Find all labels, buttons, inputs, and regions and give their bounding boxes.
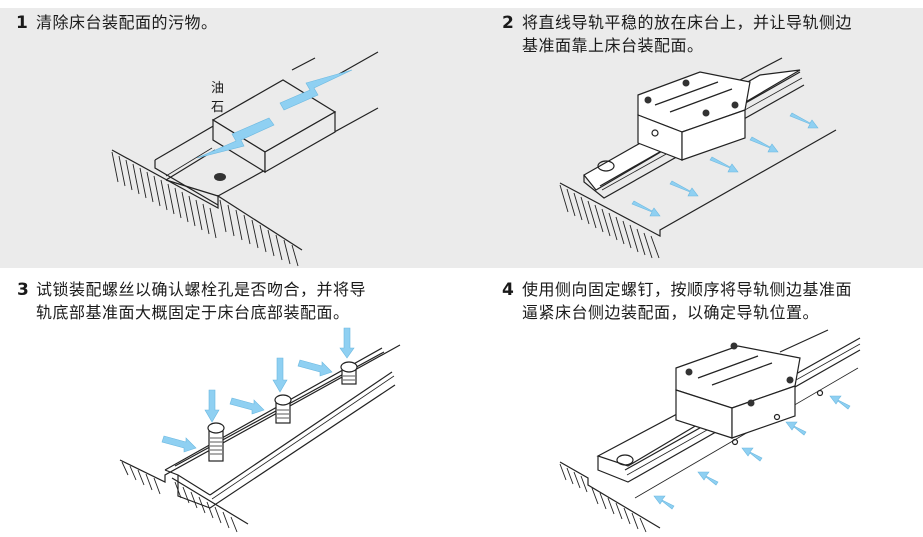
- arrow-left-down-icon: [196, 117, 275, 159]
- arrow-right-up-icon: [279, 69, 353, 111]
- hatched-ground: [559, 461, 661, 533]
- carriage-block: [637, 71, 751, 161]
- step-3-illustration: [119, 327, 401, 533]
- step-number: 1: [16, 13, 28, 33]
- step-instruction-line-2: 轨底部基准面大概固定于床台底部装配面。: [36, 303, 350, 322]
- hatched-ground: [111, 149, 303, 267]
- step-number: 4: [502, 280, 514, 300]
- top-band-background: [0, 8, 923, 268]
- screw-2: [274, 394, 292, 424]
- threaded-hole-icon: [214, 173, 226, 181]
- hatched-ground: [119, 344, 401, 533]
- grease-nipple-icon: [651, 129, 659, 137]
- push-arrows: [653, 395, 851, 510]
- step-number: 2: [502, 13, 514, 33]
- step-1-illustration: [111, 51, 379, 267]
- step-instruction-line-1: 使用侧向固定螺钉，按顺序将导轨侧边基准面: [522, 280, 853, 299]
- carriage-block: [675, 342, 801, 439]
- step-instruction-line-1: 清除床台装配面的污物。: [36, 13, 218, 32]
- side-set-screw-holes: [731, 389, 824, 446]
- step-instruction-line-1: 将直线导轨平稳的放在床台上，并让导轨侧边: [522, 13, 853, 32]
- step-instruction-line-2: 基准面靠上床台装配面。: [522, 36, 704, 55]
- step-2-illustration: [559, 57, 837, 259]
- hatched-ground: [559, 129, 837, 259]
- step-instruction-line-1: 试锁装配螺丝以确认螺栓孔是否吻合，并将导: [36, 280, 367, 299]
- push-arrows: [161, 327, 355, 453]
- oilstone-callout-label: 油石: [211, 81, 225, 115]
- step-4-illustration: [559, 329, 861, 533]
- push-arrows: [631, 112, 819, 217]
- step-instruction-line-2: 逼紧床台侧边装配面，以确定导轨位置。: [522, 303, 820, 322]
- mounting-screws: [207, 361, 358, 462]
- step-number: 3: [17, 280, 29, 300]
- screw-1: [207, 422, 225, 462]
- screw-3: [340, 361, 358, 385]
